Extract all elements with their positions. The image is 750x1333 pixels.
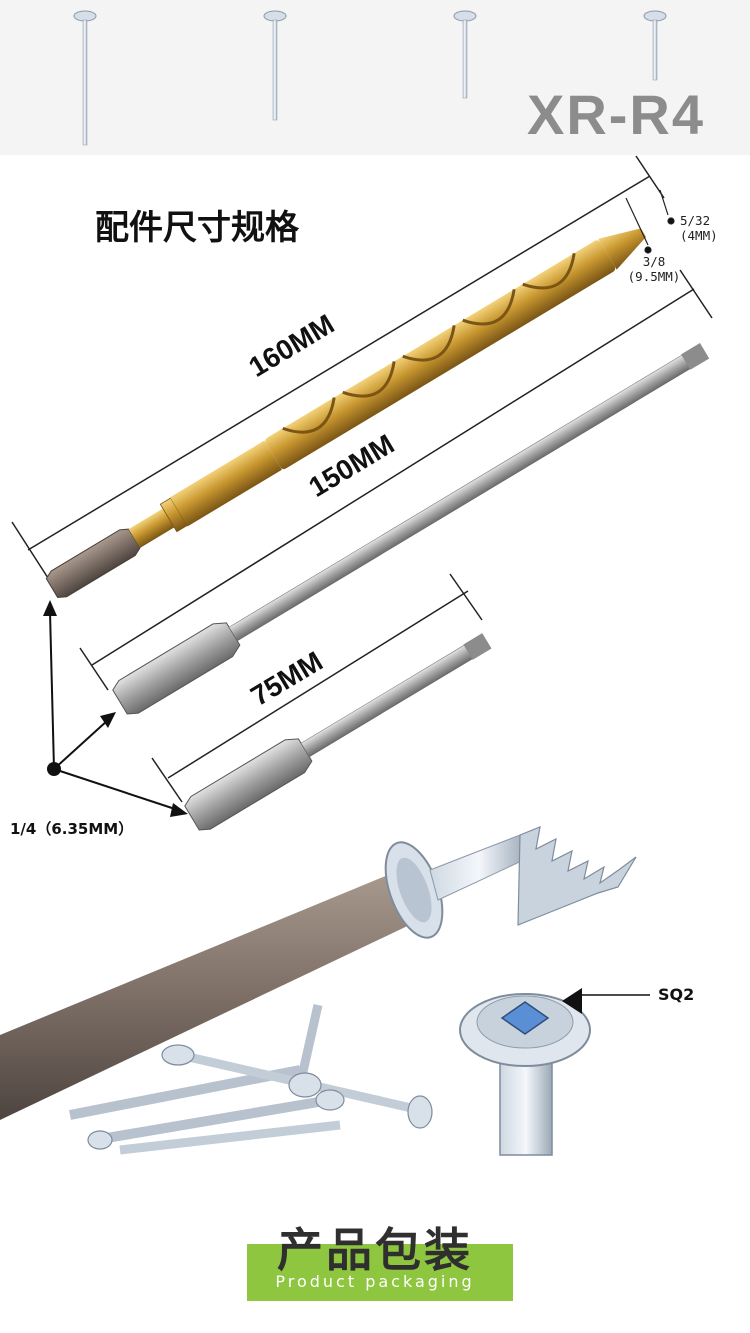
twist-drill-bit — [45, 228, 647, 598]
packaging-banner — [247, 1244, 513, 1301]
top-screw-1 — [73, 10, 97, 146]
long-driver-dimension-line — [79, 269, 713, 691]
short-square-driver-bit — [184, 633, 492, 831]
section-title-specs: 配件尺寸规格 — [95, 208, 299, 248]
tip-diameter-label: 5/32 (4MM) — [680, 213, 718, 243]
drill-dimension-line — [11, 155, 665, 579]
driver-and-screw-closeup — [0, 826, 637, 1120]
packaging-title: 产品包装 — [277, 1223, 473, 1277]
top-screw-3 — [453, 10, 477, 99]
tip-diameter-metric: (4MM) — [680, 228, 718, 243]
drill-diameter-label: 3/8 (9.5MM) — [622, 254, 686, 284]
drill-diameter-metric: (9.5MM) — [627, 269, 681, 284]
drill-diameter-fraction: 3/8 — [642, 254, 666, 269]
top-screw-4 — [643, 10, 667, 81]
screw-drive-label: SQ2 — [658, 985, 695, 1004]
shank-size-label: 1/4（6.35MM） — [10, 820, 134, 838]
screw-pile — [69, 1004, 433, 1155]
short-driver-dimension-line — [151, 573, 483, 803]
tip-diameter-fraction: 5/32 — [680, 213, 711, 228]
long-square-driver-bit — [112, 343, 710, 715]
screw-strip-band — [0, 0, 750, 155]
tip-diameter-marker — [625, 189, 675, 254]
model-number: XR-R4 — [526, 83, 705, 146]
top-screw-2 — [263, 10, 287, 121]
square-drive-screw-head — [459, 988, 650, 1156]
shank-pointer-arrows — [43, 600, 188, 817]
packaging-subtitle: Product packaging — [275, 1272, 475, 1291]
